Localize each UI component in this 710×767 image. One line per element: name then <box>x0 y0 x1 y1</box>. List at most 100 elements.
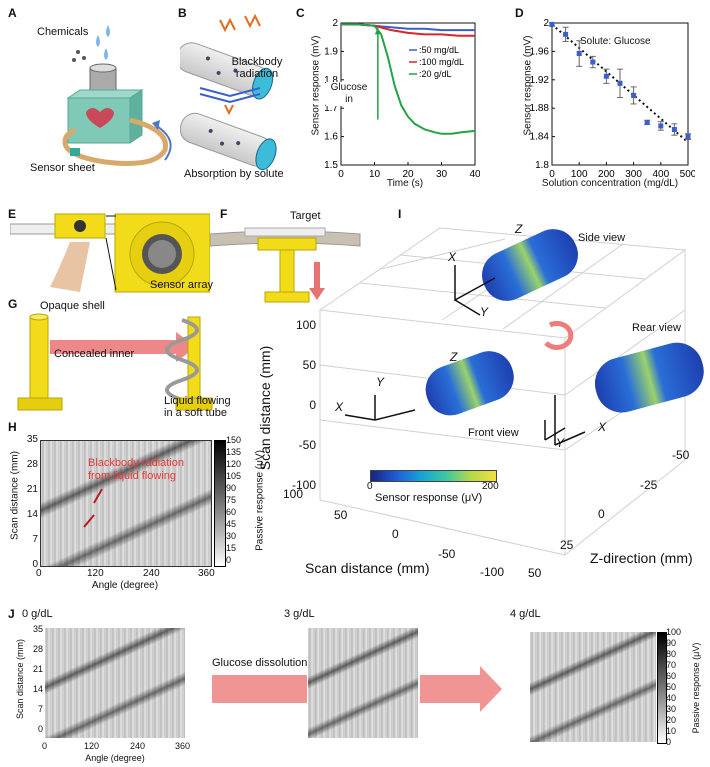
radiation-text: radiation <box>235 68 279 80</box>
axis-x-front: X <box>335 400 344 414</box>
panel-i-zticks: 100 50 0 -50 -100 <box>280 318 316 492</box>
heatmap-j-cbar-label: Passive response (μV) <box>691 642 701 734</box>
ytick: 14 <box>26 509 38 520</box>
process-arrow-1 <box>212 675 307 703</box>
y-tick-label: 1.84 <box>530 132 550 143</box>
heatmap-j-xtick: 120 <box>84 741 100 751</box>
sensor-array-photo <box>10 213 210 293</box>
ytick: 0 <box>37 724 43 734</box>
axis-x-rear: X <box>598 420 607 434</box>
data-point <box>603 73 609 79</box>
annotation-line-1: Blackbody radiation <box>88 457 185 469</box>
cbar-tick: 90 <box>666 638 677 648</box>
ytick: 35 <box>26 434 38 445</box>
data-point <box>617 80 623 86</box>
panel-i-xtick: 0 <box>392 527 399 541</box>
heatmap-h-xtick: 240 <box>143 568 160 579</box>
process-arrow-head <box>480 666 502 712</box>
panel-i-ylabel: Z-direction (mm) <box>590 550 693 566</box>
heatmap-h-arrows <box>83 488 103 528</box>
data-point <box>658 123 664 129</box>
cbar-tick: 100 <box>666 627 682 637</box>
cbar-tick: 135 <box>226 447 242 457</box>
ztick: -50 <box>298 438 316 452</box>
ytick: 7 <box>32 534 38 545</box>
data-point <box>685 134 691 140</box>
y-tick-label: 1.96 <box>530 46 550 57</box>
target-illustration <box>210 227 361 303</box>
y-tick-label: 1.8 <box>324 75 338 86</box>
conc-4-label: 4 g/dL <box>510 608 541 620</box>
panel-g-label: G <box>8 297 18 311</box>
conc-3-label: 3 g/dL <box>284 608 315 620</box>
liquid-text-2: in a soft tube <box>164 407 227 419</box>
legend-label: :100 mg/dL <box>419 57 464 67</box>
panel-i-zlabel: Scan distance (mm) <box>257 345 273 471</box>
y-tick-label: 2 <box>543 18 549 29</box>
heatmap-h-colorbar <box>214 440 226 567</box>
x-tick-label: 100 <box>571 169 588 180</box>
in-text: in <box>345 94 353 105</box>
panel-i-colorbar <box>370 470 497 482</box>
x-tick-label: 500 <box>680 169 695 180</box>
panel-i-cbar-label: Sensor response (μV) <box>375 492 483 504</box>
cbar-tick: 70 <box>666 660 677 670</box>
ytick: 14 <box>32 684 43 694</box>
panel-i-ytick: 0 <box>598 507 605 521</box>
plot-frame <box>551 22 689 166</box>
cbar-tick: 75 <box>226 495 237 505</box>
heatmap-j-xlabel: Angle (degree) <box>85 753 145 763</box>
conc-0-label: 0 g/dL <box>22 608 53 620</box>
panel-i-3d-scene <box>318 227 704 556</box>
blackbody-text: Blackbody <box>231 56 283 68</box>
data-point <box>576 51 582 57</box>
panel-i-xtick: 100 <box>283 487 304 501</box>
chart-d-xlabel: Solution concentration (mg/dL) <box>541 178 679 189</box>
panel-i-xlabel: Scan distance (mm) <box>305 560 430 576</box>
legend-label: :20 g/dL <box>419 69 452 79</box>
cbar-tick: 120 <box>226 459 242 469</box>
cbar-tick: 105 <box>226 471 242 481</box>
panel-i-xtick: 50 <box>334 508 348 522</box>
cbar-tick: 0 <box>666 737 672 747</box>
chart-c-xlabel: Time (s) <box>386 178 424 189</box>
heatmap-h-xtick: 120 <box>87 568 104 579</box>
panel-i-label: I <box>398 207 402 221</box>
cbar-tick: 0 <box>226 555 232 565</box>
cbar-tick: 150 <box>226 435 242 445</box>
x-tick-label: 300 <box>625 169 642 180</box>
heatmap-h-xtick: 0 <box>36 568 42 579</box>
axis-y-front: Y <box>376 375 385 389</box>
x-tick-label: 10 <box>369 169 381 180</box>
panel-i-xtick: -50 <box>438 547 456 561</box>
panel-i-cbar-min: 0 <box>367 481 373 492</box>
front-view-label: Front view <box>468 427 519 439</box>
data-point <box>590 59 596 65</box>
ytick: 35 <box>32 624 43 634</box>
y-tick-label: 2 <box>332 18 338 29</box>
panel-a-label: A <box>8 6 17 20</box>
x-tick-label: 40 <box>469 169 480 180</box>
process-arrow-2 <box>420 675 482 703</box>
heatmap-h-xtick: 360 <box>198 568 215 579</box>
ytick: 21 <box>32 664 43 674</box>
sensor-sheet-label: Sensor sheet <box>30 162 95 174</box>
cbar-tick: 90 <box>226 483 237 493</box>
x-tick-label: 20 <box>402 169 414 180</box>
panel-d-label: D <box>515 6 524 20</box>
panel-f-label: F <box>220 207 228 221</box>
heatmap-h-ylabel: Scan distance (mm) <box>9 451 21 540</box>
opaque-shell-label: Opaque shell <box>40 300 105 312</box>
heatmap-j-0 <box>45 628 185 738</box>
axis-y-top: Y <box>480 305 489 319</box>
y-tick-label: 1.7 <box>324 103 338 114</box>
data-point <box>644 119 650 125</box>
panel-i-cbar-max: 200 <box>482 481 499 492</box>
side-view-label: Side view <box>578 232 626 244</box>
ztick: 100 <box>295 318 316 332</box>
data-point <box>631 92 637 98</box>
ytick: 28 <box>32 644 43 654</box>
process-label: Glucose dissolution <box>212 657 308 669</box>
